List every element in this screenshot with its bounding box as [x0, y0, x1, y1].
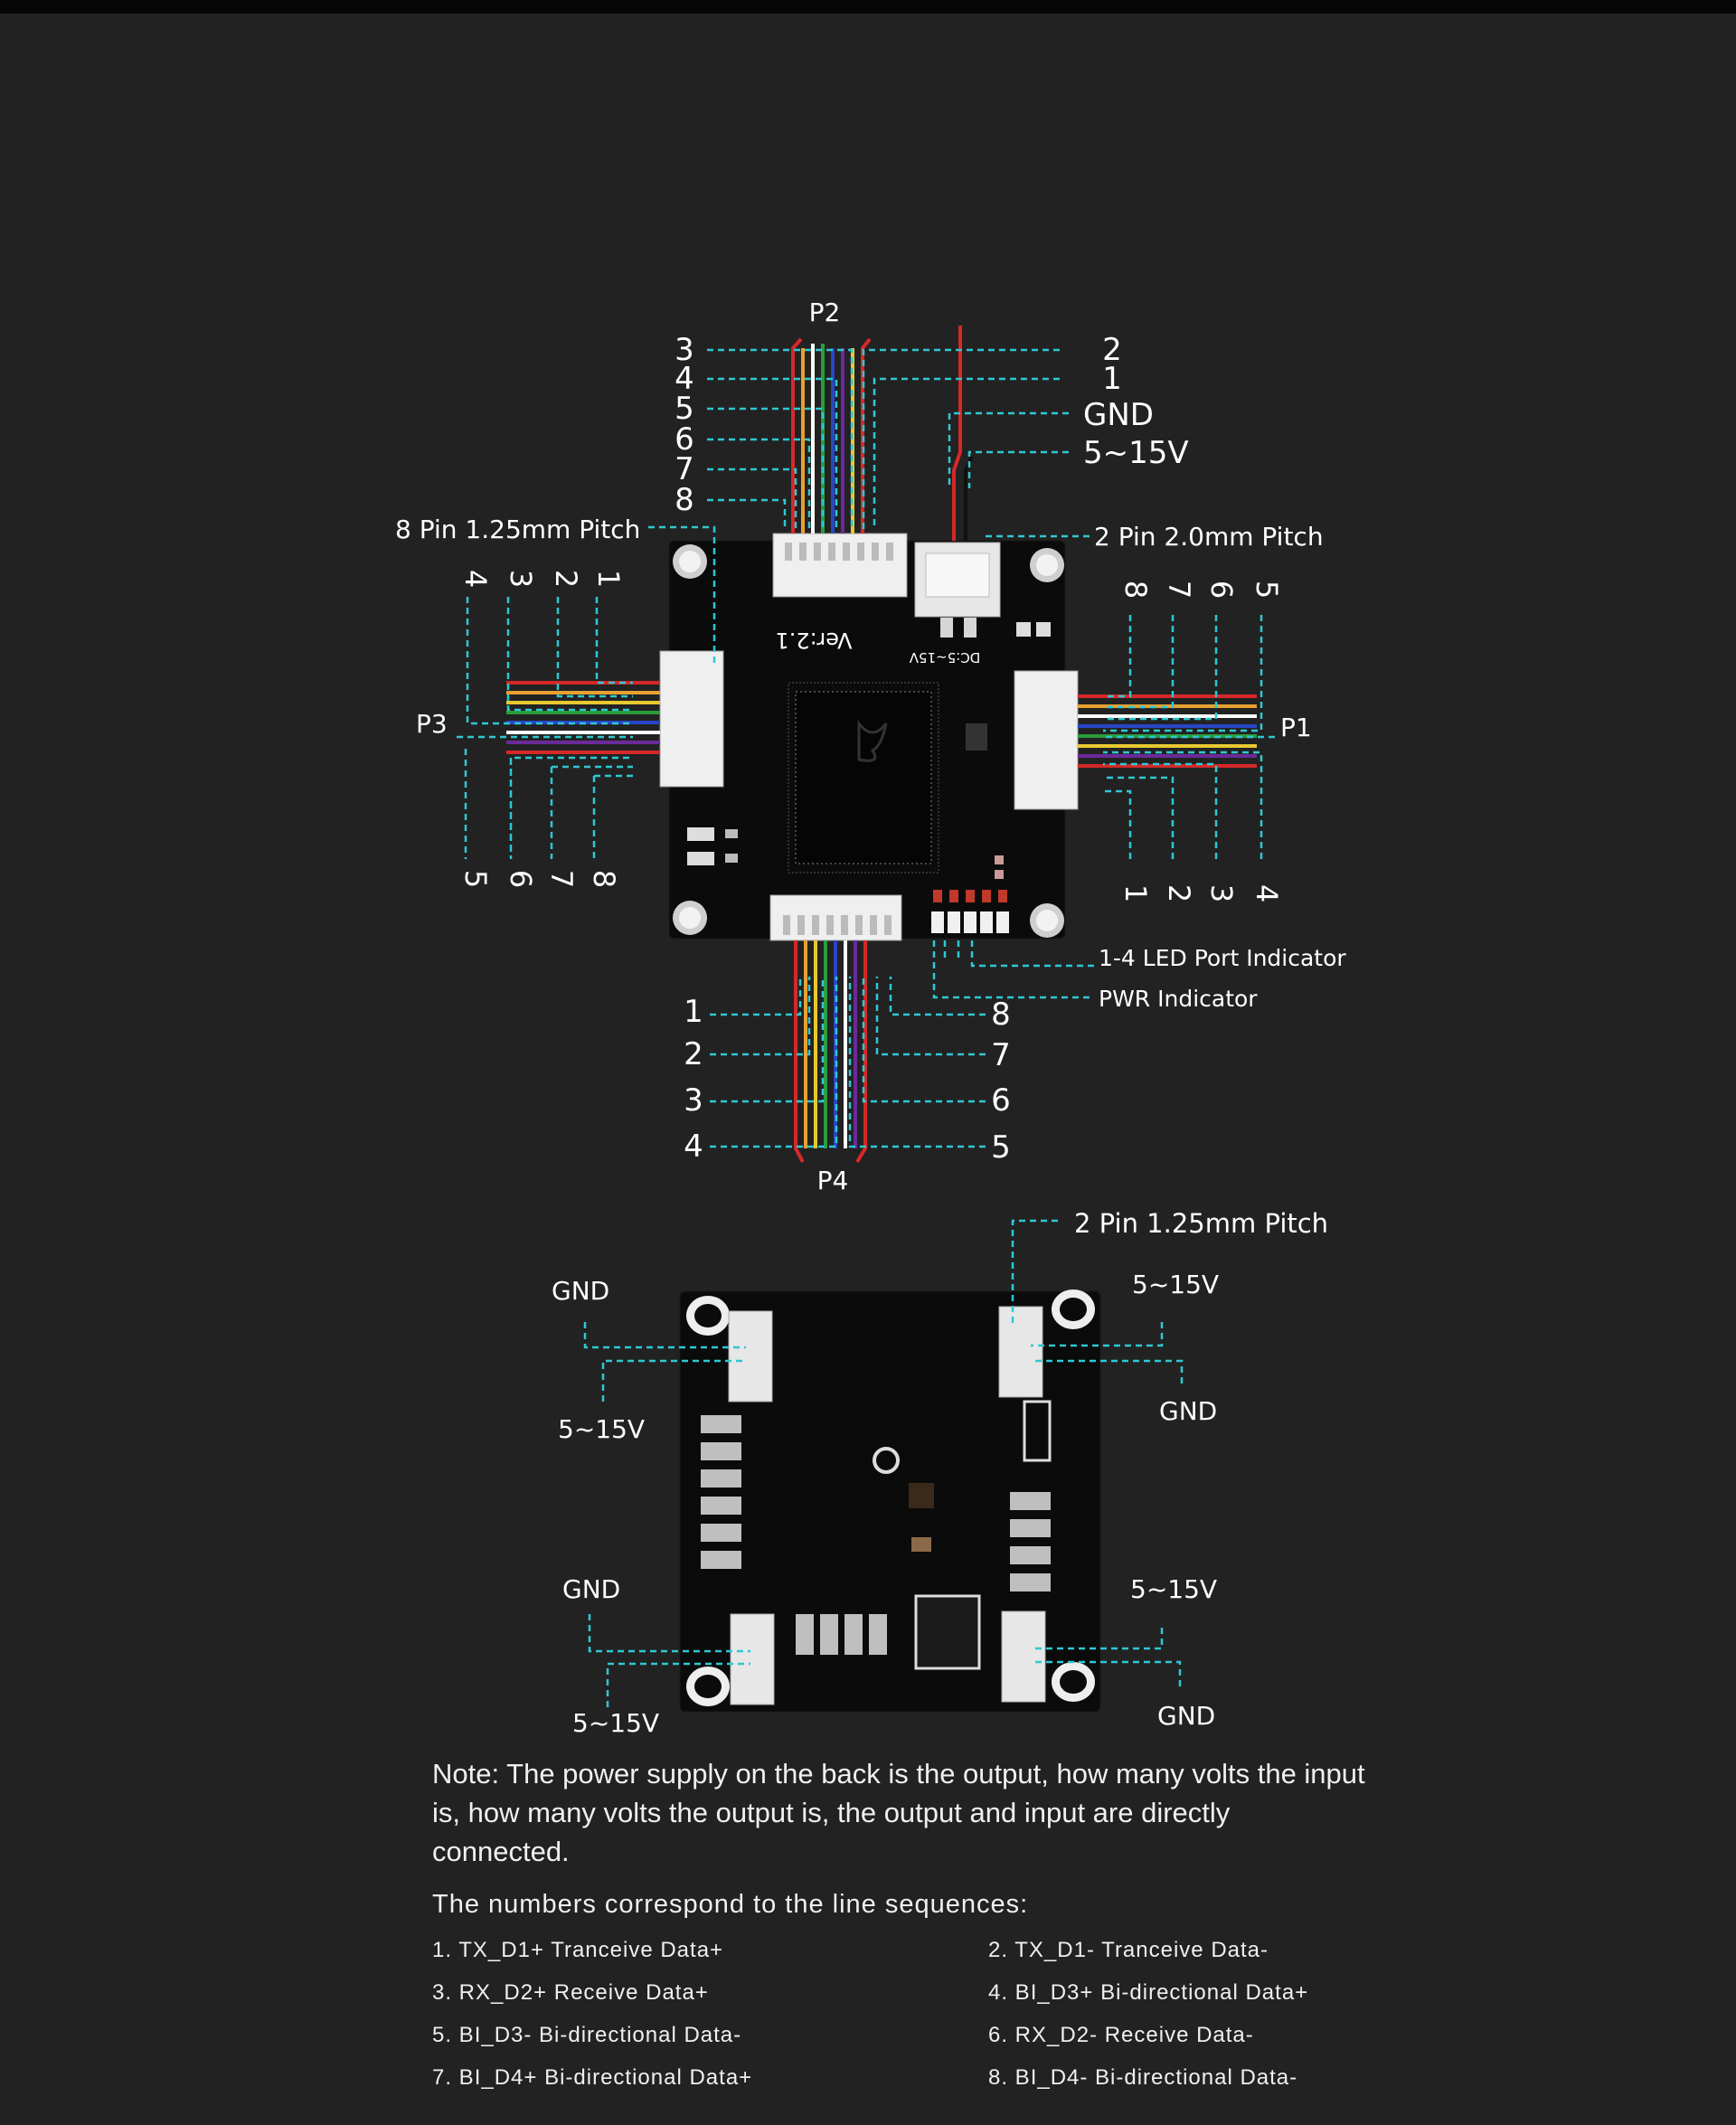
connector-8pin-label: 8 Pin 1.25mm Pitch: [395, 515, 640, 544]
sequence-item-6: 6. RX_D2- Receive Data-: [988, 2023, 1254, 2047]
back-br-gnd: GND: [1157, 1701, 1215, 1731]
p3-label: P3: [416, 709, 448, 739]
sequence-item-1: 1. TX_D1+ Tranceive Data+: [432, 1938, 724, 1962]
p1-bottom-pin-1: 1: [1118, 884, 1153, 902]
p2-left-pin-5: 5: [675, 391, 694, 427]
back-pitch-label: 2 Pin 1.25mm Pitch: [1074, 1208, 1328, 1239]
p4-left-pin-2: 2: [684, 1036, 703, 1072]
connector-2pin-label: 2 Pin 2.0mm Pitch: [1094, 522, 1324, 552]
sequence-item-3: 3. RX_D2+ Receive Data+: [432, 1980, 709, 2005]
p3-top-pin-2: 2: [549, 570, 583, 588]
p1-top-pin-7: 7: [1162, 581, 1196, 599]
connector-p1: [1014, 670, 1079, 810]
back-tr-gnd: GND: [1159, 1396, 1217, 1426]
back-tr-vin: 5~15V: [1132, 1270, 1219, 1299]
sequence-item-5: 5. BI_D3- Bi-directional Data-: [432, 2023, 742, 2047]
sequence-item-2: 2. TX_D1- Tranceive Data-: [988, 1938, 1269, 1962]
p3-top-pin-1: 1: [591, 570, 626, 588]
p4-right-pin-8: 8: [991, 996, 1011, 1033]
sequence-item-4: 4. BI_D3+ Bi-directional Data+: [988, 1980, 1309, 2005]
back-labels: 2 Pin 1.25mm Pitch GND 5~15V 5~15V GND G…: [552, 1208, 1328, 1738]
back-br-vin: 5~15V: [1130, 1574, 1217, 1604]
back-tl-gnd: GND: [552, 1276, 609, 1306]
p4-right-pin-6: 6: [991, 1082, 1011, 1119]
p2-right-pin-2: 2: [1102, 332, 1122, 368]
connector-p2: [772, 533, 908, 598]
p3-top-pin-4: 4: [458, 570, 493, 588]
p1-label: P1: [1280, 713, 1312, 742]
connector-p4: [769, 894, 902, 941]
p1-top-pin-6: 6: [1204, 581, 1239, 599]
connector-p3: [659, 650, 724, 788]
sequence-title: The numbers correspond to the line seque…: [432, 1890, 1029, 1919]
p4-left-pin-1: 1: [684, 994, 703, 1030]
p1-top-pin-8: 8: [1118, 581, 1153, 599]
wires-p3: [506, 681, 660, 754]
power-note: Note: The power supply on the back is th…: [432, 1758, 1365, 1867]
p3-bottom-pin-8: 8: [587, 870, 621, 888]
back-bl-vin: 5~15V: [572, 1708, 659, 1738]
p1-bottom-pin-4: 4: [1250, 884, 1284, 902]
front-board: Ver:2.1 DC:5~15V: [668, 540, 1066, 940]
p1-bottom-pin-2: 2: [1162, 884, 1196, 902]
p4-right-pin-5: 5: [991, 1129, 1011, 1166]
leader-lines-front: [457, 348, 1275, 1148]
p2-label: P2: [809, 298, 841, 327]
pwr-indicator-label: PWR Indicator: [1099, 986, 1258, 1012]
p4-right-pin-7: 7: [991, 1037, 1011, 1073]
p2-left-pin-4: 4: [675, 361, 694, 397]
p2-left-pin-8: 8: [675, 482, 694, 518]
p1-bottom-pin-3: 3: [1204, 884, 1239, 902]
p2-gnd-label: GND: [1083, 397, 1154, 433]
p4-label: P4: [817, 1166, 849, 1195]
led-indicator-label: 1-4 LED Port Indicator: [1099, 945, 1346, 971]
p3-bottom-pin-5: 5: [458, 870, 493, 888]
leader-lines-back: [583, 1219, 1184, 1707]
p3-bottom-pin-7: 7: [544, 870, 579, 888]
p4-left-pin-3: 3: [684, 1082, 703, 1119]
back-bl-gnd: GND: [562, 1574, 620, 1604]
p2-right-pin-1: 1: [1102, 361, 1122, 397]
wires-p2: [791, 326, 974, 541]
top-bar: [0, 0, 1736, 14]
board-dc: DC:5~15V: [909, 649, 980, 666]
p1-top-pin-5: 5: [1250, 581, 1284, 599]
p3-bottom-pin-6: 6: [504, 870, 538, 888]
back-tl-vin: 5~15V: [558, 1414, 645, 1444]
p2-left-pin-6: 6: [675, 421, 694, 458]
sequence-item-7: 7. BI_D4+ Bi-directional Data+: [432, 2065, 753, 2090]
p2-vin-label: 5~15V: [1083, 435, 1189, 471]
wires-p4: [794, 940, 867, 1164]
board-diagram: Ver:2.1 DC:5~15V: [395, 298, 1346, 1738]
p2-left-pin-3: 3: [675, 332, 694, 368]
p3-top-pin-3: 3: [504, 570, 538, 588]
p2-left-pin-7: 7: [675, 451, 694, 487]
back-board: [679, 1289, 1101, 1713]
p4-left-pin-4: 4: [684, 1129, 703, 1165]
board-version: Ver:2.1: [775, 628, 852, 653]
sequence-item-8: 8. BI_D4- Bi-directional Data-: [988, 2065, 1298, 2090]
